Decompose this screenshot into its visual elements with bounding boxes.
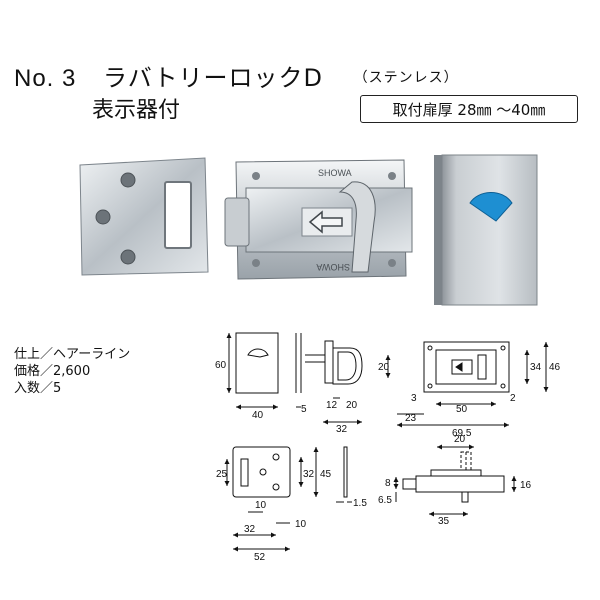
brand-mark-bottom: SHOWA [316,262,350,272]
door-thickness-box: 取付扉厚 28㎜ ～40㎜ [360,95,578,123]
dim-side-8: 8 [385,478,391,489]
dim-indicator-width: 40 [252,410,264,421]
spec-price: 価格／2,600 [14,364,91,379]
indicator-photo [434,154,538,306]
material-label: （ステンレス） [353,70,459,86]
dim-plate-32w: 32 [244,524,256,535]
spec-quantity: 入数／5 [14,381,62,396]
dim-side-35: 35 [438,516,450,527]
strike-plate-photo [79,157,209,276]
dim-lock-left-3: 3 [411,393,417,404]
dim-plate-25: 25 [216,469,228,480]
dim-plate-52: 52 [254,552,266,563]
indicator-front-drawing [226,332,302,410]
spec-finish: 仕上／ヘアーライン [14,347,131,362]
dim-plate-10a: 10 [255,500,267,511]
product-name: ラバトリーロックD [103,64,323,92]
product-subtitle: 表示器付 [92,98,181,123]
dim-lock-height: 20 [378,362,390,373]
dim-plate-32h: 32 [303,469,315,480]
dim-side-20: 20 [454,434,466,445]
product-title: No. 3 ラバトリーロックD （ステンレス） [14,58,459,93]
dim-lock-right-34: 34 [530,362,542,373]
dim-knob-a: 12 [326,400,338,411]
lock-side-drawing [393,444,517,517]
dim-indicator-height: 60 [215,360,227,371]
knob-side-drawing [305,340,363,425]
dim-lock-left-23: 23 [405,413,417,424]
dim-plate-45: 45 [320,469,332,480]
brand-mark-top: SHOWA [318,168,352,178]
dim-side-6-5: 6.5 [378,495,392,506]
dim-knob-b: 20 [346,400,358,411]
spec-list: 仕上／ヘアーライン 価格／2,600 入数／5 [14,346,130,397]
dim-side-16: 16 [520,480,532,491]
dim-lock-total: 69.5 [452,428,472,439]
dim-indicator-depth: 5 [301,404,307,415]
dim-lock-right-2: 2 [510,393,516,404]
plate-thickness-drawing [336,446,352,503]
dim-knob-total: 32 [336,424,348,435]
dim-lock-right-46: 46 [549,362,561,373]
lock-body-photo: SHOWA SHOWA [224,159,413,280]
dim-lock-mid: 50 [456,404,468,415]
dim-plate-thickness: 1.5 [353,498,367,509]
model-number: No. 3 [14,65,77,92]
lock-top-drawing [385,341,549,428]
plate-front-drawing [224,446,319,552]
dim-plate-10b: 10 [295,519,307,530]
